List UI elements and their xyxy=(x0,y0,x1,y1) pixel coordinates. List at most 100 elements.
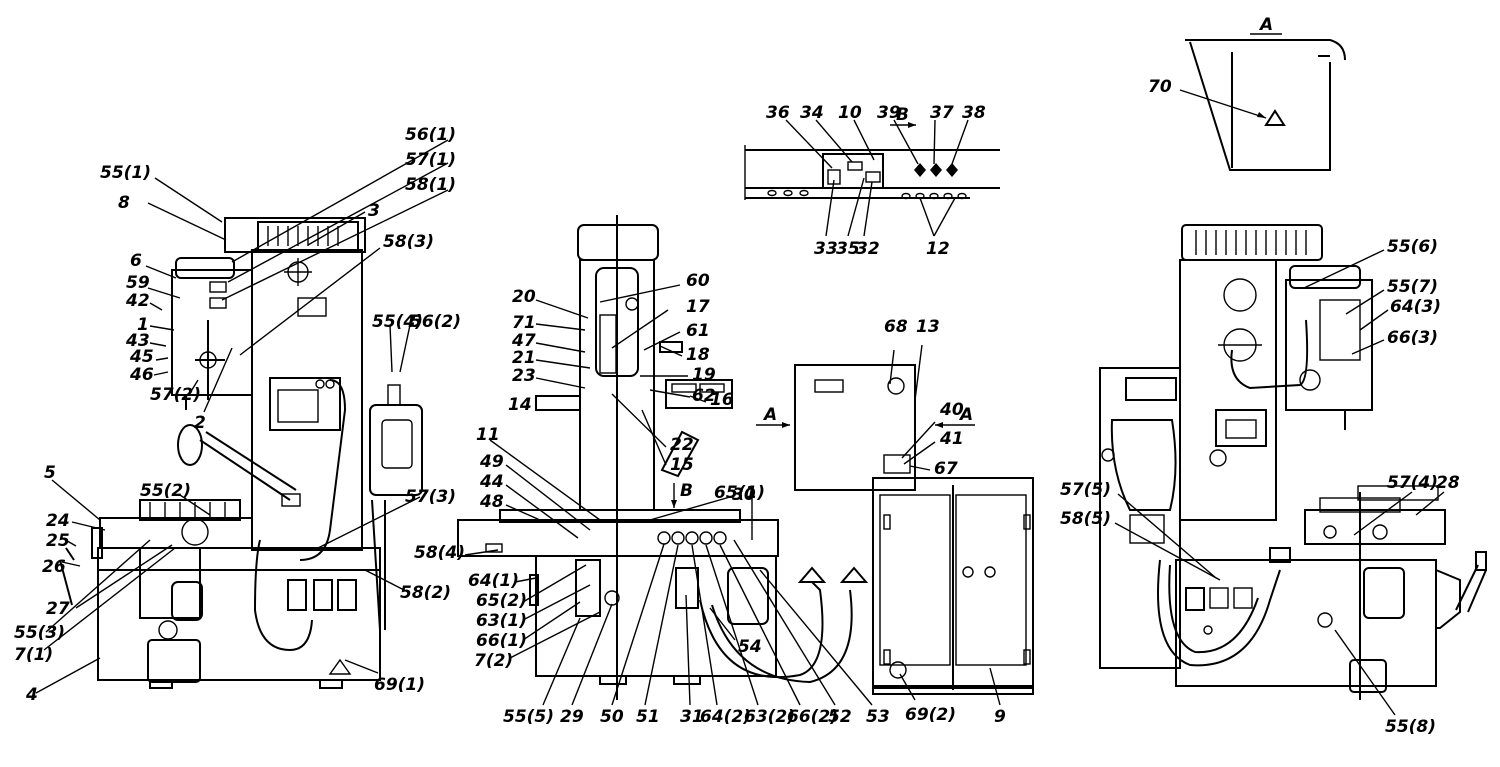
label-9: 9 xyxy=(994,707,1006,727)
label-37: 37 xyxy=(930,103,954,123)
label-66-1: 66(1) xyxy=(476,631,527,651)
label-64-1: 64(1) xyxy=(468,571,519,591)
label-59: 59 xyxy=(126,273,150,293)
label-63-1: 63(1) xyxy=(476,611,527,631)
label-61: 61 xyxy=(686,321,710,341)
label-7-2: 7(2) xyxy=(474,651,513,671)
detail-b-labels: B 36 34 10 39 37 38 33 35 32 12 xyxy=(766,103,986,259)
left-view-labels: 55(1) 8 56(1) 57(1) 58(1) 3 58(3) 6 59 4… xyxy=(14,125,461,705)
center-machine-view xyxy=(457,215,1034,700)
label-24: 24 xyxy=(46,511,70,531)
detail-b-title: B xyxy=(896,105,909,125)
label-30: 30 xyxy=(732,485,756,505)
label-31: 31 xyxy=(680,707,704,727)
label-36: 36 xyxy=(766,103,790,123)
label-50: 50 xyxy=(600,707,624,727)
label-55-8: 55(8) xyxy=(1385,717,1436,737)
label-53: 53 xyxy=(866,707,890,727)
label-66-3: 66(3) xyxy=(1387,328,1438,348)
label-55-7: 55(7) xyxy=(1387,277,1438,297)
label-17: 17 xyxy=(686,297,710,317)
detail-b-leader-lines xyxy=(785,119,969,237)
label-58-2: 58(2) xyxy=(400,583,451,603)
label-10: 10 xyxy=(838,103,862,123)
label-26: 26 xyxy=(42,557,66,577)
label-29: 29 xyxy=(560,707,584,727)
label-58-5: 58(5) xyxy=(1060,509,1111,529)
label-57-4: 57(4) xyxy=(1387,473,1438,493)
label-6: 6 xyxy=(130,251,142,271)
label-58-4: 58(4) xyxy=(414,543,465,563)
label-45: 45 xyxy=(129,347,154,367)
label-4: 4 xyxy=(25,685,38,705)
label-47: 47 xyxy=(511,331,536,351)
label-5: 5 xyxy=(44,463,56,483)
label-68: 68 xyxy=(884,317,908,337)
section-a-arrow-label-right: A xyxy=(958,405,973,425)
right-view-labels: 55(6) 55(7) 64(3) 66(3) 57(5) 58(5) 57(4… xyxy=(1060,237,1460,737)
label-33: 33 xyxy=(814,239,838,259)
label-2: 2 xyxy=(194,413,206,433)
label-13: 13 xyxy=(916,317,940,337)
label-65-1: 65(1) xyxy=(714,483,765,503)
label-27: 27 xyxy=(46,599,70,619)
label-54: 54 xyxy=(738,637,762,657)
left-machine-view xyxy=(59,217,423,689)
label-43: 43 xyxy=(125,331,150,351)
label-48: 48 xyxy=(479,492,504,512)
label-62: 62 xyxy=(692,386,716,406)
label-64-2: 64(2) xyxy=(700,707,751,727)
label-55-2: 55(2) xyxy=(140,481,191,501)
label-41: 41 xyxy=(939,429,964,449)
label-55-6: 55(6) xyxy=(1387,237,1438,257)
label-35: 35 xyxy=(836,239,860,259)
label-65-2: 65(2) xyxy=(476,591,527,611)
label-57-3: 57(3) xyxy=(405,487,456,507)
label-60: 60 xyxy=(686,271,710,291)
label-34: 34 xyxy=(800,103,824,123)
label-52: 52 xyxy=(828,707,852,727)
label-56-1: 56(1) xyxy=(405,125,456,145)
label-44: 44 xyxy=(479,472,504,492)
label-19: 19 xyxy=(692,365,716,385)
label-16: 16 xyxy=(710,390,734,410)
label-57-1: 57(1) xyxy=(405,150,456,170)
label-23: 23 xyxy=(512,366,536,386)
left-leader-lines xyxy=(35,139,449,694)
label-66-2: 66(2) xyxy=(787,707,838,727)
right-machine-view xyxy=(1099,224,1487,700)
label-51: 51 xyxy=(636,707,660,727)
label-32: 32 xyxy=(856,239,880,259)
label-40: 40 xyxy=(939,400,964,420)
label-67: 67 xyxy=(934,459,958,479)
detail-a-view: A 70 xyxy=(1148,15,1346,171)
label-39: 39 xyxy=(877,103,901,123)
center-leader-lines xyxy=(464,284,1001,706)
label-11: 11 xyxy=(476,425,500,445)
label-15: 15 xyxy=(670,455,694,475)
label-55-3: 55(3) xyxy=(14,623,65,643)
label-38: 38 xyxy=(962,103,986,123)
center-view-labels: 60 17 61 18 19 62 16 20 71 47 21 23 14 2… xyxy=(414,271,1006,727)
label-49: 49 xyxy=(479,452,504,472)
label-58-3: 58(3) xyxy=(383,232,434,252)
label-69-1: 69(1) xyxy=(374,675,425,695)
label-58-1: 58(1) xyxy=(405,175,456,195)
label-21: 21 xyxy=(512,348,536,368)
label-70: 70 xyxy=(1148,77,1172,97)
detail-b-view xyxy=(744,122,1000,200)
right-leader-lines xyxy=(1114,249,1445,716)
label-12: 12 xyxy=(926,239,950,259)
label-3: 3 xyxy=(368,201,380,221)
detail-a-title: A xyxy=(1258,15,1273,35)
label-56-2: 56(2) xyxy=(410,312,461,332)
section-arrows-center: A A B xyxy=(671,405,975,508)
label-7-1: 7(1) xyxy=(14,645,53,665)
label-22: 22 xyxy=(670,435,694,455)
label-8: 8 xyxy=(118,193,130,213)
label-55-1: 55(1) xyxy=(100,163,151,183)
label-64-3: 64(3) xyxy=(1390,297,1441,317)
label-42: 42 xyxy=(125,291,150,311)
